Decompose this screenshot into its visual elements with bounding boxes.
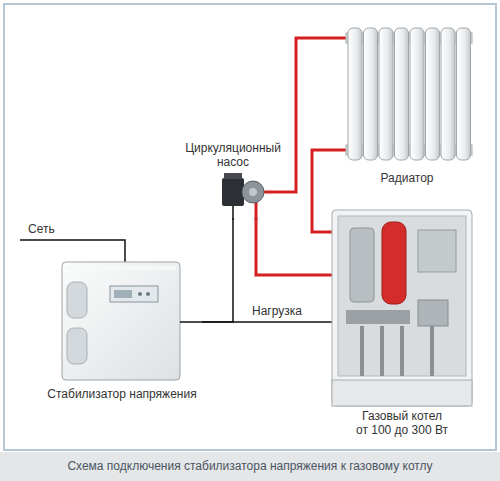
device-label: Циркуляционный насос [178, 140, 288, 170]
wire-label: Сеть [28, 222, 55, 236]
radiator-section [426, 28, 440, 160]
socket [67, 282, 87, 318]
cable-stub [232, 206, 234, 220]
power-cable [202, 218, 233, 322]
caption: Схема подключения стабилизатора напряжен… [0, 452, 500, 481]
pump-hub [249, 188, 257, 196]
illustration-slot [178, 170, 288, 218]
control-board [418, 230, 456, 272]
pump-terminal-box [224, 173, 242, 179]
socket [67, 328, 87, 364]
picture-frame [4, 4, 496, 450]
boiler-casing [332, 210, 472, 406]
pipe-stub [264, 191, 288, 194]
stabilizer-illustration [62, 262, 202, 380]
boiler-pipe [380, 326, 384, 376]
connector-label: Нагрузка [249, 304, 305, 318]
radiator-section [395, 28, 409, 160]
boiler-pipe [360, 326, 364, 376]
heating-pipe [288, 38, 332, 192]
display-window [114, 290, 132, 298]
expansion-tank [382, 222, 406, 304]
heating-pipe [312, 150, 332, 232]
indicator [138, 292, 142, 296]
radiator-illustration [332, 28, 472, 160]
pump-housing [242, 181, 264, 203]
gas-valve [418, 300, 448, 326]
boiler-bottom-panel [332, 380, 472, 406]
device-label: Радиатор [332, 170, 482, 186]
radiator-section [348, 28, 362, 160]
illustration-slot [42, 250, 202, 386]
heat-exchanger [350, 228, 374, 302]
radiator-node: Радиатор [332, 20, 482, 186]
illustration-slot [322, 208, 482, 408]
indicator [146, 292, 150, 296]
illustration-slot [332, 20, 482, 170]
boiler-illustration [322, 210, 472, 406]
radiator-section [457, 28, 471, 160]
stabilizer-node: Стабилизатор напряжения [42, 250, 202, 402]
boiler-pipe [400, 326, 404, 376]
radiator-section [364, 28, 378, 160]
pump-node: Циркуляционный насос [178, 140, 288, 218]
boiler-interior [338, 216, 466, 376]
gas-pipe [430, 326, 434, 376]
radiator-section [441, 28, 455, 160]
device-label: Стабилизатор напряжения [42, 386, 202, 402]
radiator-section [410, 28, 424, 160]
device-label: Газовый котел от 100 до 300 Вт [322, 408, 482, 438]
mains-wire [20, 240, 125, 262]
stabilizer-edge [66, 266, 176, 270]
burner [346, 310, 410, 324]
stabilizer-body [62, 262, 180, 380]
radiator-section [379, 28, 393, 160]
cable-stub [180, 321, 202, 323]
pump-illustration [222, 173, 288, 220]
pump-motor [222, 178, 244, 206]
display-panel [110, 286, 158, 302]
boiler-node: Газовый котел от 100 до 300 Вт [322, 208, 482, 438]
